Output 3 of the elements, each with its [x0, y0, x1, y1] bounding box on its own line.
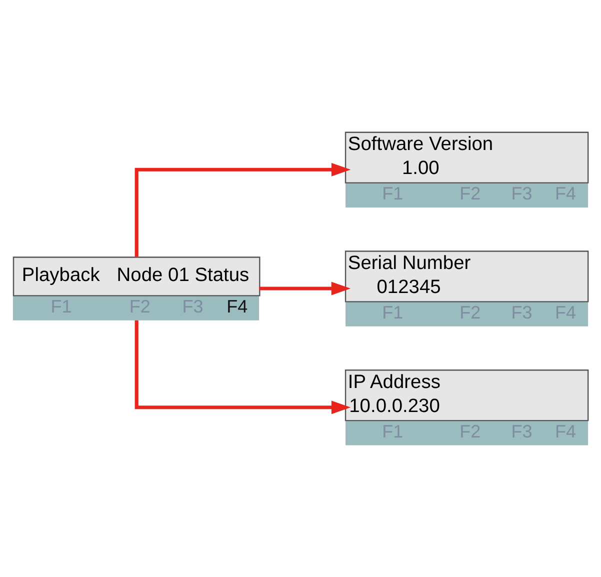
- arrow: [134, 162, 351, 257]
- arrow: [259, 282, 351, 296]
- arrow: [134, 320, 351, 414]
